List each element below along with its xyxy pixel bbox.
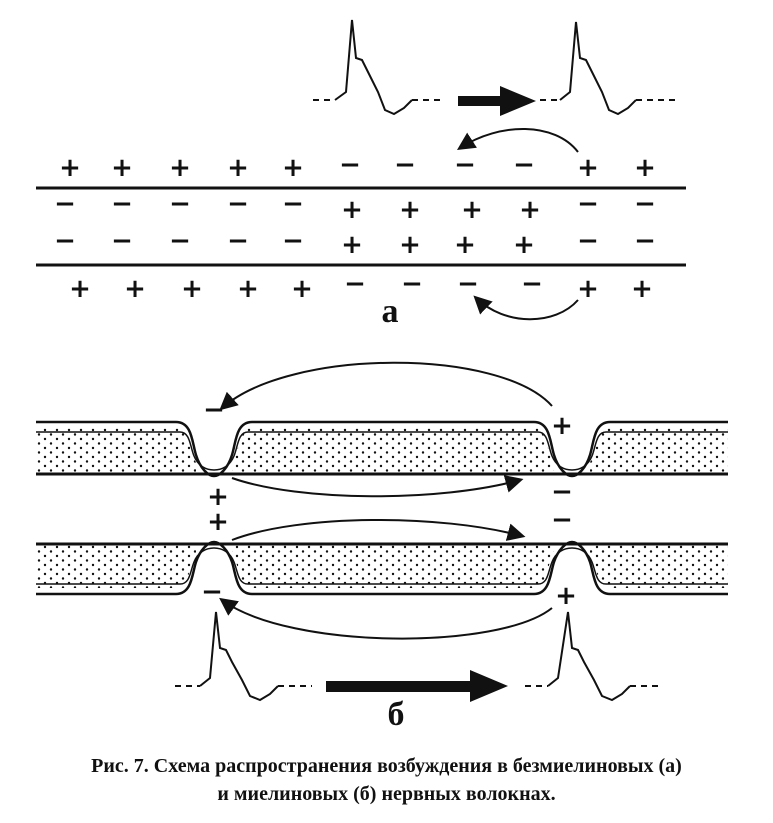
charge-minus: − [282, 226, 304, 256]
charge-plus: + [577, 274, 599, 304]
charge-plus: + [577, 153, 599, 183]
current-arrow-inner-bottom [231, 519, 526, 541]
charge-minus: − [344, 269, 366, 299]
charge-row-inside-upper: − − − − − + + + + − − [54, 189, 656, 225]
charge-plus: + [634, 153, 656, 183]
charge-minus: − [577, 189, 599, 219]
charge-plus: + [341, 195, 363, 225]
charge-plus: + [291, 274, 313, 304]
charge-row-outside-bottom: + + + + + − − − − + + [69, 269, 653, 304]
charge-plus: + [282, 153, 304, 183]
node-charge-plus: + [207, 482, 229, 512]
action-potential-b1 [175, 611, 312, 702]
charge-minus: − [54, 226, 76, 256]
panel-label-a: а [382, 293, 399, 330]
charge-minus: − [227, 189, 249, 219]
charge-minus: − [54, 189, 76, 219]
charge-minus: − [282, 189, 304, 219]
charge-plus: + [59, 153, 81, 183]
figure-caption: Рис. 7. Схема распространения возбуждени… [0, 752, 773, 808]
charge-plus: + [111, 153, 133, 183]
charge-minus: − [339, 150, 361, 180]
local-current-arrow-a-bottom [473, 295, 579, 321]
node-charge-plus: + [207, 507, 229, 537]
charge-plus: + [399, 230, 421, 260]
panel-label-b: б [388, 696, 405, 733]
charge-minus: − [401, 269, 423, 299]
local-current-arrow-a-top [456, 128, 579, 153]
charge-plus: + [519, 195, 541, 225]
node-charge-plus: + [555, 581, 577, 611]
action-potential-b2 [525, 611, 660, 702]
charge-minus: − [521, 269, 543, 299]
charge-plus: + [124, 274, 146, 304]
myelin-gap [554, 440, 590, 474]
caption-line-1: Рис. 7. Схема распространения возбуждени… [91, 755, 682, 777]
charge-minus: − [169, 226, 191, 256]
charge-plus: + [169, 153, 191, 183]
charge-plus: + [631, 274, 653, 304]
charge-minus: − [111, 189, 133, 219]
charge-plus: + [461, 195, 483, 225]
panel-b: − + + + − − − + б [36, 361, 728, 733]
charge-minus: − [577, 226, 599, 256]
charge-plus: + [227, 153, 249, 183]
charge-minus: − [111, 226, 133, 256]
myelin-sheath-lower [36, 540, 728, 596]
node-charge-minus: − [203, 395, 225, 425]
myelin-sheath-upper [36, 420, 728, 478]
charge-plus: + [399, 195, 421, 225]
charge-minus: − [457, 269, 479, 299]
charge-row-inside-lower: − − − − − + + + + − − [54, 226, 656, 260]
propagation-arrow-a [458, 86, 536, 116]
current-arrow-outer-bottom [219, 597, 553, 640]
charge-minus: − [513, 150, 535, 180]
action-potential-a2 [540, 21, 675, 116]
caption-line-2: и миелиновых (б) нервных волокнах. [217, 783, 556, 805]
node-charge-minus: − [551, 477, 573, 507]
charge-row-outside-top: + + + + + − − − − + + [59, 150, 656, 183]
charge-plus: + [181, 274, 203, 304]
charge-minus: − [169, 189, 191, 219]
charge-minus: − [394, 150, 416, 180]
charge-plus: + [454, 230, 476, 260]
charge-plus: + [341, 230, 363, 260]
charge-plus: + [513, 230, 535, 260]
propagation-arrow-b [326, 670, 508, 702]
charge-minus: − [454, 150, 476, 180]
panel-a: + + + + + − − − − + + − − − − − + + + + … [36, 19, 686, 330]
action-potential-a1 [313, 19, 445, 116]
myelin-gap [196, 440, 232, 474]
node-charge-minus: − [201, 577, 223, 607]
node-charge-minus: − [551, 505, 573, 535]
node-charge-plus: + [551, 411, 573, 441]
charge-minus: − [227, 226, 249, 256]
current-arrow-inner-top [231, 475, 524, 498]
current-arrow-outer-top [219, 361, 553, 411]
charge-minus: − [634, 189, 656, 219]
charge-minus: − [634, 226, 656, 256]
charge-plus: + [69, 274, 91, 304]
charge-plus: + [237, 274, 259, 304]
